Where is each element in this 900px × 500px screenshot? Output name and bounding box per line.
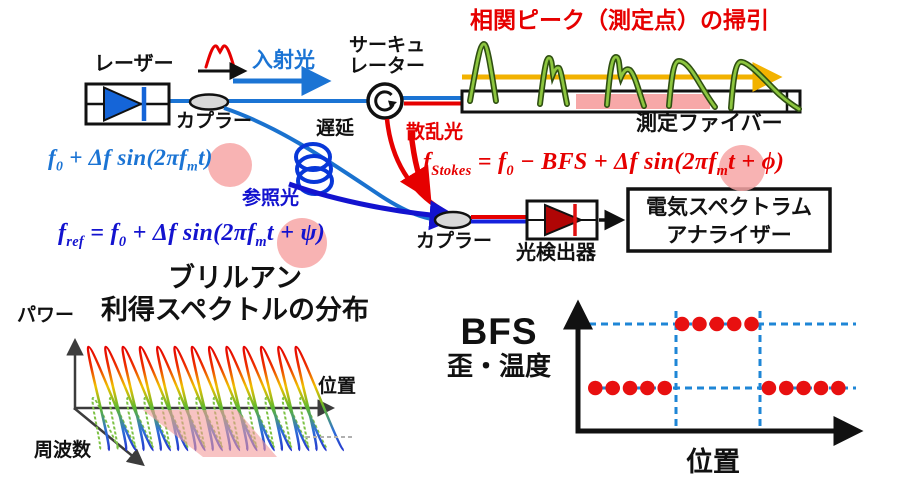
reference-light-label: 参照光 [242,188,300,209]
coupler2-label: カプラー [416,231,493,252]
bfs-point [778,380,794,396]
incident-light-label: 入射光 [252,49,315,72]
bfs-label: BFS [460,311,538,352]
measurement-fiber-label: 測定ファイバー [636,112,783,135]
reference-light-arrow [288,181,460,231]
esa-label-line2: アナライザー [666,224,792,248]
scattered-light-label: 散乱光 [406,122,464,143]
bfs-axes [563,299,864,446]
pump-frequency-formula: f0 + Δf sin(2πfmt) [48,145,213,175]
delay-label: 遅延 [316,118,355,139]
correlation-peak-shapes [467,40,802,112]
formula-part: t + ψ) [266,220,326,246]
formula-part: f [708,149,717,175]
stokes-frequency-formula: fStokes = f0 − BFS + Δf sin(2πfmt + ϕ) [423,149,784,180]
spectrum-chart-title-line1: ブリルアン [168,263,302,293]
formula-part: − BFS + Δf sin(2π [513,149,709,175]
circulator-icon [366,82,404,120]
formula-part: f [179,145,188,170]
bfs-y-axis-label: BFS 歪・温度 [428,312,570,380]
bfs-point [640,380,655,396]
frequency-axis-label: 周波数 [34,440,92,461]
fm-highlight-pump [208,143,252,187]
fiber-coupler-icon-1 [188,93,230,111]
sweep-title: 相関ピーク（測定点）の掃引 [470,7,769,33]
spectrum-chart-title: ブリルアン 利得スペクトルの分布 [95,263,375,327]
delay-coil-icon [294,142,334,196]
circulator-label-line2: レーター [348,55,425,77]
esa-label: 電気スペクトラム アナライザー [630,194,828,251]
formula-sub: 0 [118,233,127,250]
formula-sub: m [255,233,267,250]
strain-temperature-label: 歪・温度 [446,350,551,381]
bfs-gridlines [589,311,856,431]
formula-part: f [423,149,432,175]
spectrum-highlight-band [143,410,277,457]
photodetector-icon [525,199,599,241]
formula-part: t) [198,145,213,170]
fm-highlight-ref [277,218,327,268]
bfs-point [674,316,690,332]
bfs-point [692,316,707,332]
bfs-point [605,380,620,396]
formula-part: + Δf sin(2π [126,220,248,246]
laser-label: レーザー [94,53,174,75]
formula-part: f [48,145,56,170]
bfs-point [831,380,846,396]
bfs-point [657,380,673,396]
formula-sub: 0 [506,162,514,179]
bfs-point [726,316,742,332]
formula-sub: Stokes [431,162,472,179]
fiber-coupler-icon-2 [433,210,473,230]
formula-part: f [247,220,256,246]
photodetector-label: 光検出器 [516,242,596,264]
formula-sub: 0 [55,158,64,174]
bfs-point [744,316,759,332]
bfs-point [709,316,725,332]
formula-sub: ref [66,233,84,250]
position-axis-label-3d: 位置 [318,376,357,397]
pulse-icon [204,44,236,69]
bfs-point [761,380,777,396]
fm-highlight-stokes [719,145,765,191]
formula-part: f [58,220,67,246]
coupler1-label: カプラー [176,111,253,132]
bfs-point [622,380,638,396]
bfs-point [813,380,829,396]
measurement-fiber [460,89,802,114]
esa-label-line1: 電気スペクトラム [646,196,812,219]
circulator-label-line1: サーキュ [348,35,425,56]
formula-part: = f [83,220,119,246]
bfs-data-points [588,316,846,396]
formula-sub: m [716,162,729,179]
circulator-label: サーキュ レーター [343,35,431,77]
formula-part: t + ϕ) [728,149,785,175]
bfs-point [588,380,603,396]
formula-sub: m [187,158,199,174]
esa-box [626,187,832,253]
power-axis-label: パワー [17,305,75,326]
reference-light-path [223,106,447,223]
laser-diode-icon [84,82,171,126]
spectrum-chart-title-line2: 利得スペクトルの分布 [100,294,370,325]
bfs-x-axis-label: 位置 [686,447,740,477]
formula-part: + Δf sin(2π [63,145,180,170]
bfs-point [796,380,811,396]
reference-frequency-formula: fref = f0 + Δf sin(2πfmt + ψ) [58,220,325,251]
scattered-light-arrow [399,131,432,202]
formula-part: = f [471,149,507,175]
